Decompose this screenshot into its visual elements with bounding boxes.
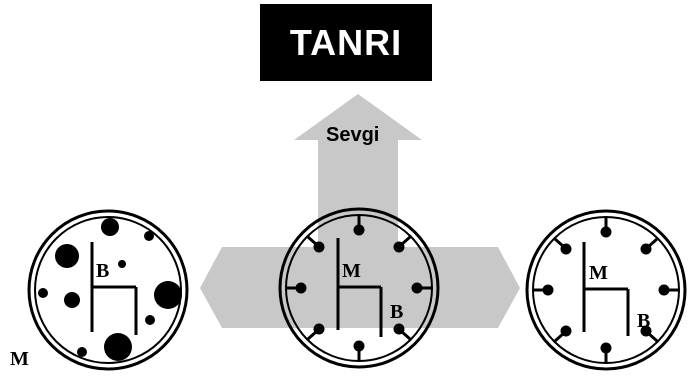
right-circle-spikes: [534, 218, 678, 362]
center-circle-spikes: [287, 216, 431, 360]
title-box: TANRI: [260, 4, 432, 81]
right-circle-bottom-label: B: [637, 310, 651, 332]
arrow-label: Sevgi: [326, 124, 380, 146]
left-circle: [27, 209, 189, 371]
center-circle: [278, 207, 440, 369]
center-circle-bottom-label: B: [390, 301, 404, 323]
right-circle-figure: [582, 242, 630, 336]
arrow-up: [294, 94, 422, 248]
left-circle-inner-label: B: [96, 260, 110, 282]
left-circle-figure: [90, 242, 138, 335]
left-circle-dots: [38, 218, 182, 361]
left-circle-outer-label: M: [10, 348, 29, 370]
center-circle-figure: [336, 238, 383, 337]
right-circle-top-label: M: [589, 262, 608, 284]
title-text: TANRI: [289, 21, 403, 63]
center-circle-top-label: M: [342, 260, 361, 282]
right-circle: [525, 209, 687, 371]
